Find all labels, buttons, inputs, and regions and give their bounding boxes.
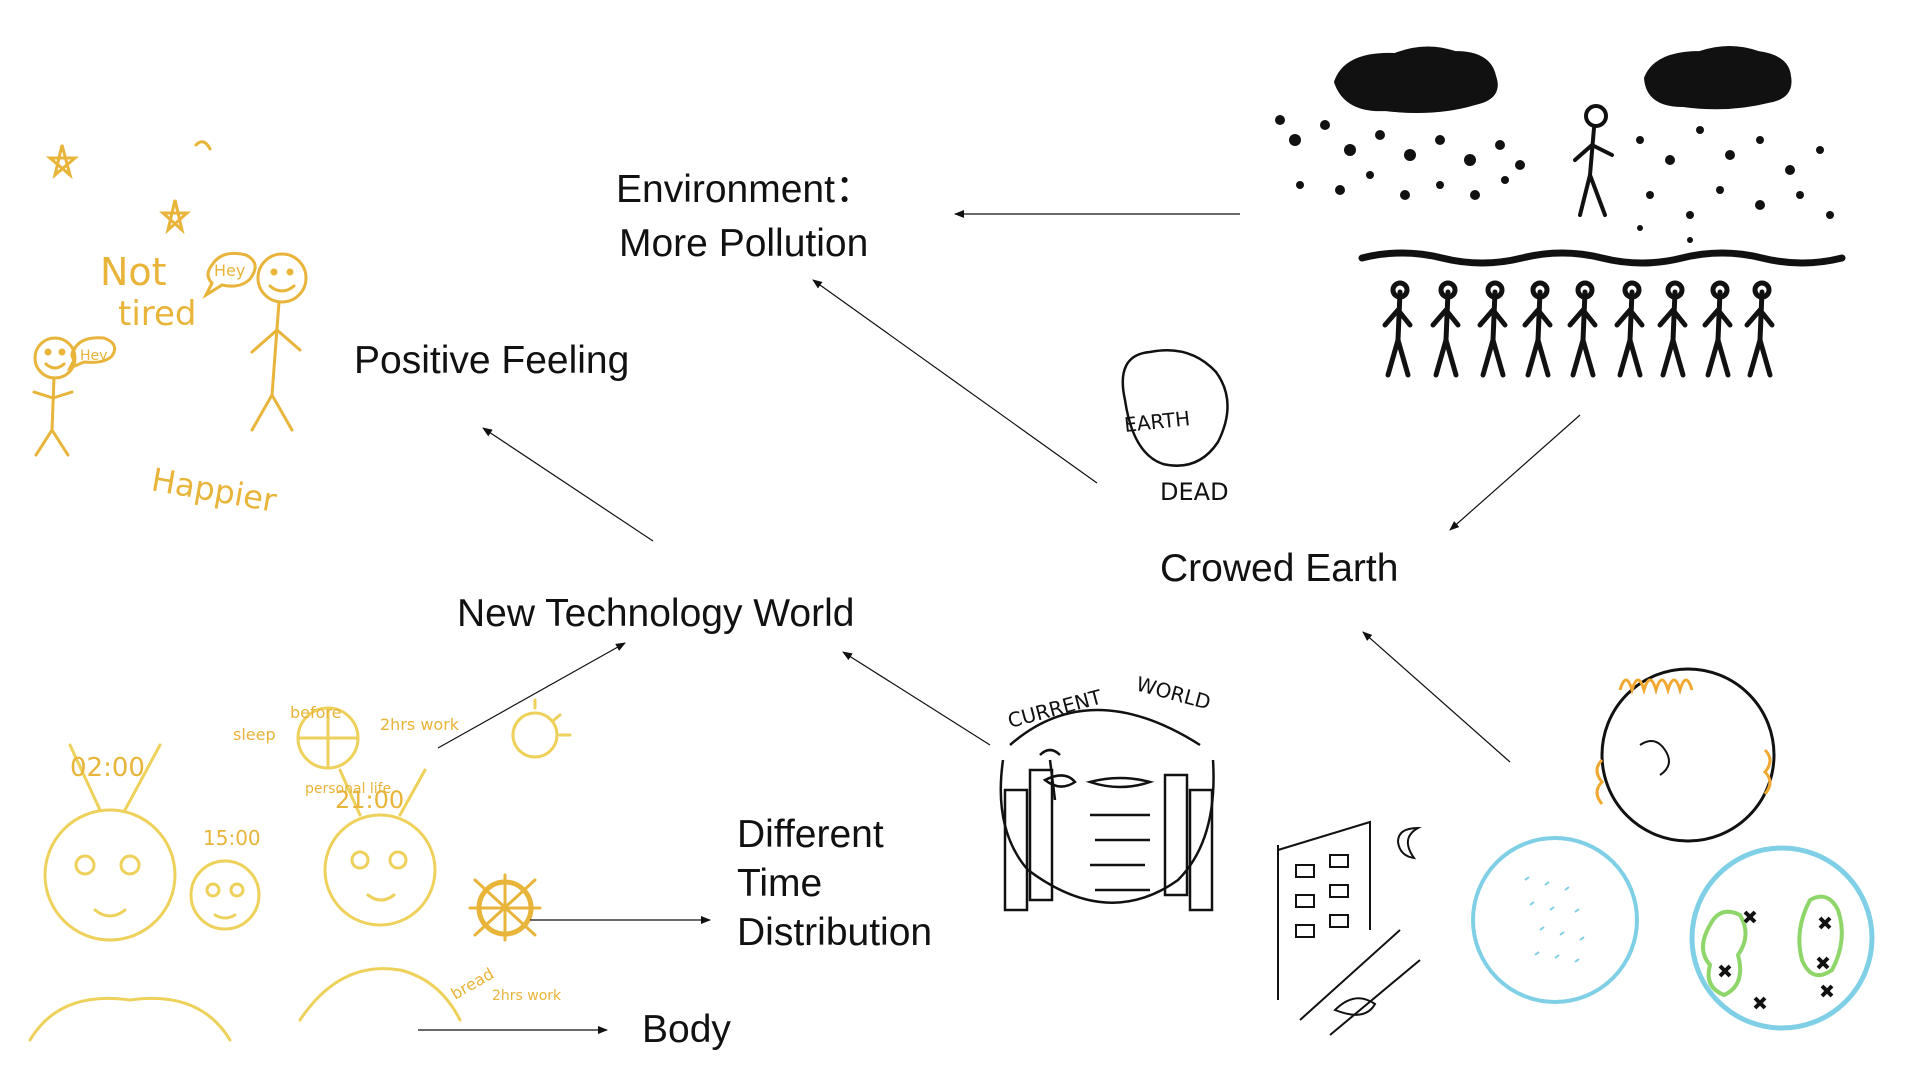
arrow-current-world-to-tech	[842, 651, 991, 746]
arrow-tech-to-positive	[482, 427, 654, 542]
happy-people-sketch	[32, 140, 308, 457]
hey-bubble-1: Hey	[214, 261, 245, 280]
note-work-text: 2hrs work	[380, 715, 460, 734]
crowd-figures	[1382, 280, 1775, 378]
node-time-line-3: Distribution	[737, 911, 933, 954]
note-work2-text: 2hrs work	[492, 988, 562, 1004]
dead-text: DEAD	[1160, 478, 1229, 506]
node-body: Body	[642, 1008, 731, 1051]
arrow-planets-to-crowed-earth	[1362, 631, 1511, 763]
time-faces-sketch	[28, 698, 572, 1042]
note-before-text: before	[290, 703, 342, 722]
time-faces-text: 02:00 15:00 21:00 sleep before 2hrs work…	[70, 703, 562, 1004]
clock-2100-text: 21:00	[335, 786, 404, 814]
pollution-crowd-sketch	[1275, 46, 1846, 378]
node-environment-title: Environment：	[616, 168, 874, 211]
earth-dead-sketch	[1121, 348, 1229, 467]
tired-text: tired	[118, 294, 197, 334]
not-tired-text: Not	[100, 250, 167, 294]
clock-1500-text: 15:00	[203, 826, 261, 850]
node-new-technology-world: New Technology World	[457, 592, 855, 635]
note-sleep-text: sleep	[233, 725, 276, 744]
planets-sketch	[1471, 667, 1875, 1031]
hey-bubble-2: Hey	[80, 348, 107, 364]
node-time-line-2: Time	[737, 862, 823, 905]
arrow-crowd-to-crowed-earth	[1449, 414, 1581, 531]
node-positive-feeling: Positive Feeling	[354, 339, 630, 382]
current-world-sketch	[999, 708, 1215, 912]
city-night-sketch	[1277, 820, 1422, 1036]
node-more-pollution: More Pollution	[619, 222, 869, 265]
node-time-line-1: Different	[737, 813, 884, 856]
note-personal-text: personal life	[305, 781, 391, 797]
arrow-earth-to-environment	[812, 279, 1098, 484]
clock-0200-text: 02:00	[70, 753, 145, 783]
node-crowed-earth: Crowed Earth	[1160, 547, 1399, 590]
arrow-time-to-tech	[437, 642, 626, 749]
